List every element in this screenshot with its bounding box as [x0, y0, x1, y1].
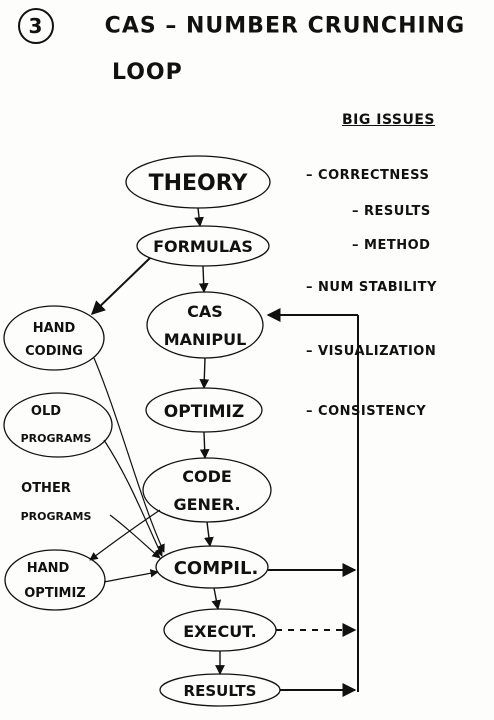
issue-item: – CONSISTENCY	[306, 404, 427, 419]
old-programs-label-2: PROGRAMS	[21, 432, 92, 445]
title-row: 3 CAS – NUMBER CRUNCHING	[18, 8, 488, 44]
big-issues-panel: BIG ISSUES – CORRECTNESS – RESULTS – MET…	[300, 112, 490, 419]
other-programs-label-2: PROGRAMS	[21, 510, 92, 523]
issue-item: – VISUALIZATION	[306, 344, 437, 359]
code-label: CODE	[182, 467, 232, 486]
page-title: CAS – NUMBER CRUNCHING	[104, 13, 466, 39]
arrow-formulas-hand-coding	[90, 257, 151, 315]
old-programs-node	[3, 392, 113, 458]
cas-label: CAS	[187, 302, 223, 321]
issue-item: – RESULTS	[352, 204, 431, 219]
arrow-old-programs-compil	[103, 439, 163, 557]
gener-label: GENER.	[173, 495, 240, 514]
arrow-compil-execut	[211, 587, 222, 610]
big-issues-heading: BIG ISSUES	[342, 112, 436, 128]
other-programs-label-1: OTHER	[21, 481, 71, 496]
section-number: 3	[18, 8, 54, 44]
issue-item: – NUM STABILITY	[306, 280, 437, 295]
arrow-other-programs-compil	[109, 514, 161, 559]
hand-optimiz-label-2: OPTIMIZ	[24, 586, 85, 601]
hand-coding-node	[3, 305, 105, 371]
arrow-optimiz-code	[199, 431, 210, 459]
old-programs-label-1: OLD	[31, 404, 61, 419]
formulas-label: FORMULAS	[153, 237, 253, 256]
hand-optimiz-node	[4, 549, 106, 611]
arrow-hand-coding-compil	[93, 357, 165, 553]
hand-coding-label-2: CODING	[25, 344, 83, 359]
arrow-hand-optimiz-compil	[103, 569, 159, 583]
hand-coding-label-1: HAND	[33, 321, 76, 336]
execut-label: EXECUT.	[183, 622, 257, 641]
arrow-code-compil	[204, 521, 214, 547]
manipul-label: MANIPUL	[164, 330, 247, 349]
issue-item: – METHOD	[352, 238, 431, 253]
arrow-cas-optimiz	[199, 357, 210, 389]
arrow-formulas-cas	[198, 265, 209, 293]
results-label: RESULTS	[184, 682, 257, 700]
issue-item: – CORRECTNESS	[306, 168, 430, 183]
compil-label: COMPIL.	[174, 558, 259, 579]
page-subtitle: LOOP	[112, 60, 183, 85]
arrow-code-gener-hand-optimiz	[89, 509, 161, 561]
hand-optimiz-label-1: HAND	[27, 561, 70, 576]
theory-label: THEORY	[149, 171, 249, 196]
arrow-theory-formulas	[194, 207, 204, 227]
optimiz-label: OPTIMIZ	[164, 402, 244, 422]
